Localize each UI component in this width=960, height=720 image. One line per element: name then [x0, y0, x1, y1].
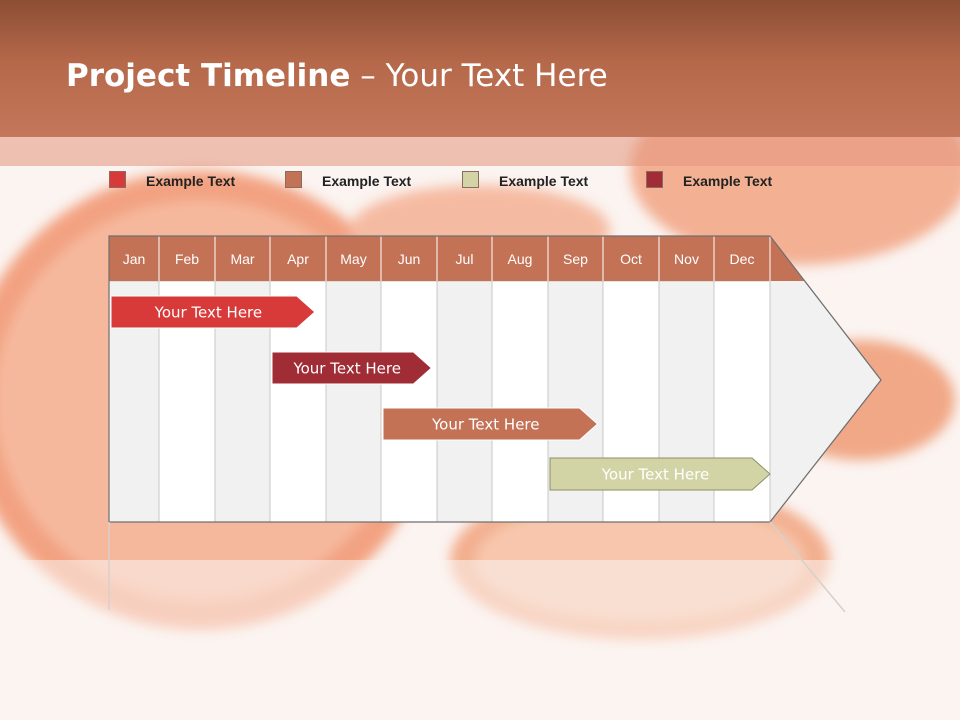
legend-swatch [462, 171, 479, 188]
task-label: Your Text Here [292, 360, 400, 378]
slide-title-bold: Project Timeline [66, 58, 351, 94]
month-label: Apr [287, 251, 309, 267]
month-label: Feb [175, 251, 199, 267]
legend-label: Example Text [322, 173, 412, 189]
legend-label: Example Text [146, 173, 236, 189]
slide-title-rest: – Your Text Here [350, 58, 608, 94]
month-column [380, 280, 438, 523]
task-bar [110, 295, 316, 329]
task-label: Your Text Here [601, 466, 709, 484]
task-label: Your Text Here [154, 304, 262, 322]
month-label: Nov [674, 251, 699, 267]
slide-title[interactable]: Project Timeline – Your Text Here [66, 58, 608, 94]
month-label: Dec [730, 251, 755, 267]
month-label: Jul [456, 251, 474, 267]
month-label: Aug [508, 251, 533, 267]
legend-swatch [285, 171, 302, 188]
month-label: Jan [123, 251, 146, 267]
timeline-header [109, 236, 804, 281]
month-label: Oct [620, 251, 642, 267]
month-label: Mar [230, 251, 254, 267]
legend-swatch [109, 171, 126, 188]
task-bar [271, 351, 433, 385]
task-label: Your Text Here [431, 416, 539, 434]
legend-label: Example Text [499, 173, 589, 189]
legend-label: Example Text [683, 173, 773, 189]
month-label: May [340, 251, 366, 267]
month-column [436, 280, 493, 523]
task-bar [549, 457, 771, 491]
month-column [491, 280, 549, 523]
month-label: Sep [563, 251, 588, 267]
month-column [325, 280, 382, 523]
reflection-line [769, 521, 846, 613]
legend-swatch [646, 171, 663, 188]
title-bar-band [0, 137, 960, 166]
title-bar [0, 0, 960, 137]
month-label: Jun [398, 251, 421, 267]
timeline-arrow-outline [108, 235, 882, 523]
task-bar [382, 407, 599, 441]
